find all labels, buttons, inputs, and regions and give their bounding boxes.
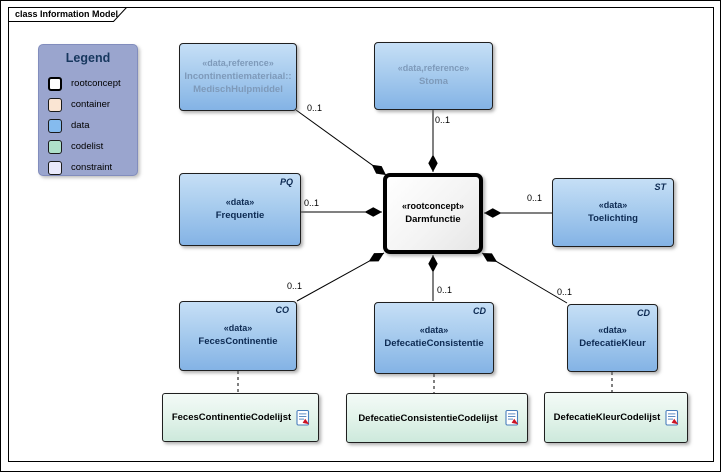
multiplicity-label: 0..1 — [437, 285, 453, 295]
codelist-document-icon — [296, 409, 310, 426]
codelist-name: FecesContinentieCodelijst — [171, 412, 292, 423]
legend-item-label: rootconcept — [71, 78, 121, 89]
node-stereotype: «data» — [223, 323, 253, 334]
node-stereotype: «data,reference» — [397, 63, 470, 74]
diagram-title: class Information Model — [15, 9, 119, 19]
legend-item-codelist: codelist — [48, 139, 103, 154]
legend-item-label: container — [71, 99, 111, 110]
legend: Legend rootconcept container data codeli… — [38, 44, 138, 176]
legend-item-label: constraint — [71, 162, 113, 173]
node-name: FecesContinentie — [198, 336, 278, 348]
node-name: Incontinentiemateriaal:: MedischHulpmidd… — [184, 70, 292, 95]
codelist-name: DefecatieConsistentieCodelijst — [358, 412, 498, 424]
legend-item-container: container — [48, 97, 110, 112]
datatype-badge: CD — [473, 306, 486, 316]
multiplicity-label: 0..1 — [287, 281, 303, 291]
node-stereotype: «data,reference» — [202, 57, 274, 68]
legend-item-label: codelist — [71, 141, 104, 152]
node-incontinentiemateriaal[interactable]: «data,reference» Incontinentiemateriaal:… — [179, 43, 297, 111]
legend-swatch-codelist — [48, 139, 62, 154]
node-stereotype: «data» — [598, 199, 628, 210]
legend-title: Legend — [65, 51, 111, 65]
multiplicity-label: 0..1 — [557, 287, 573, 297]
node-stereotype: «data» — [419, 325, 449, 336]
diagram-frame — [8, 7, 714, 462]
legend-swatch-container — [48, 97, 62, 112]
node-frequentie[interactable]: PQ «data» Frequentie — [179, 173, 301, 246]
datatype-badge: CO — [275, 305, 290, 315]
node-stereotype: «data» — [225, 196, 255, 207]
diagram-tab: class Information Model — [8, 7, 127, 22]
multiplicity-label: 0..1 — [527, 193, 543, 203]
multiplicity-label: 0..1 — [307, 103, 323, 113]
node-name: Frequentie — [215, 209, 265, 221]
legend-swatch-constraint — [48, 160, 62, 175]
codelist-fecescontinentiecodelijst[interactable]: FecesContinentieCodelijst — [162, 393, 319, 442]
node-toelichting[interactable]: ST «data» Toelichting — [552, 178, 674, 247]
legend-item-data: data — [48, 118, 90, 133]
node-name: Toelichting — [588, 212, 638, 224]
node-defecatiekleur[interactable]: CD «data» DefecatieKleur — [567, 304, 658, 372]
codelist-defecatieconsistentiecodelijst[interactable]: DefecatieConsistentieCodelijst — [346, 393, 528, 443]
multiplicity-label: 0..1 — [435, 115, 451, 125]
node-darmfunctie[interactable]: «rootconcept» Darmfunctie — [383, 173, 483, 254]
legend-item-constraint: constraint — [48, 160, 112, 175]
node-defecatieconsistentie[interactable]: CD «data» DefecatieConsistentie — [374, 302, 494, 374]
codelist-defecatiekleurcodelijst[interactable]: DefecatieKleurCodelijst — [544, 392, 688, 443]
datatype-badge: PQ — [279, 177, 293, 187]
node-stereotype: «data» — [598, 325, 627, 336]
legend-swatch-rootconcept — [48, 76, 62, 91]
legend-swatch-data — [48, 118, 62, 133]
node-name: DefecatieConsistentie — [384, 338, 484, 350]
codelist-document-icon — [665, 409, 679, 426]
node-name: DefecatieKleur — [579, 338, 646, 350]
node-name: Darmfunctie — [405, 213, 461, 225]
codelist-name: DefecatieKleurCodelijst — [553, 412, 661, 423]
node-stereotype: «rootconcept» — [401, 200, 464, 211]
datatype-badge: ST — [654, 182, 666, 192]
legend-item-rootconcept: rootconcept — [48, 76, 121, 91]
node-name: Stoma — [418, 76, 449, 88]
node-fecescontinentie[interactable]: CO «data» FecesContinentie — [179, 301, 297, 371]
node-stoma[interactable]: «data,reference» Stoma — [374, 42, 493, 110]
diagram-tab-shape — [8, 7, 127, 22]
codelist-document-icon — [505, 409, 519, 426]
multiplicity-label: 0..1 — [304, 198, 320, 208]
legend-item-label: data — [71, 120, 90, 131]
datatype-badge: CD — [637, 308, 650, 318]
